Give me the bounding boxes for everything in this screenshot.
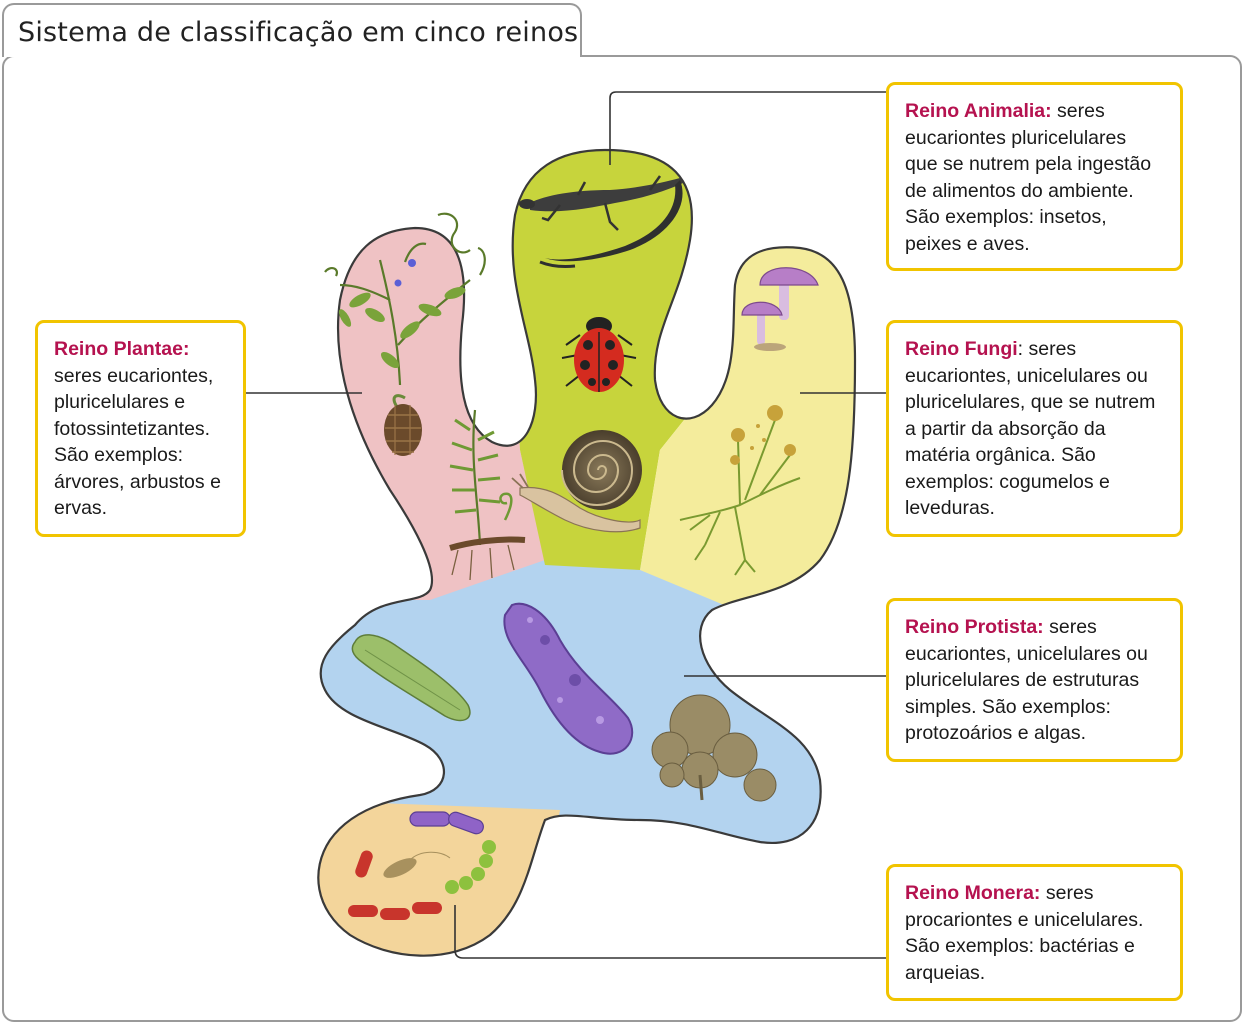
title-tab: Sistema de classificação em cinco reinos [2, 3, 582, 57]
kingdom-desc-protista: seres eucariontes, unicelulares ou pluri… [905, 616, 1148, 744]
kingdom-name-animalia: Reino Animalia: [905, 100, 1052, 122]
fern-icon [449, 409, 526, 581]
connector-animalia [609, 91, 888, 165]
plant-vine-icon [324, 212, 486, 386]
page-title: Sistema de classificação em cinco reinos [18, 17, 579, 48]
lizard-icon [519, 175, 683, 268]
kingdom-desc-animalia: seres eucariontes pluricelulares que se … [905, 100, 1152, 255]
diagram-frame [2, 55, 1242, 1022]
kingdom-name-protista: Reino Protista: [905, 616, 1044, 638]
euglena-icon [351, 634, 471, 722]
mushroom-icon [741, 267, 819, 351]
blob-outline [317, 148, 857, 957]
kingdom-desc-plantae: seres eucariontes, pluricelulares e foto… [54, 364, 221, 520]
info-box-fungi: Reino Fungi: seres eucariontes, unicelul… [886, 320, 1183, 537]
alga-icon [651, 694, 777, 802]
kingdom-desc-fungi: : seres eucariontes, unicelulares ou plu… [905, 338, 1156, 519]
paramecium-icon [503, 602, 634, 755]
info-box-protista: Reino Protista: seres eucariontes, unice… [886, 598, 1183, 762]
kingdom-name-plantae: Reino Plantae: [54, 338, 190, 360]
kingdom-name-fungi: Reino Fungi [905, 338, 1018, 360]
connector-lines [245, 91, 888, 959]
info-box-monera: Reino Monera: seres procariontes e unice… [886, 864, 1183, 1001]
kingdom-name-monera: Reino Monera: [905, 882, 1041, 904]
pine-cone-icon [384, 394, 422, 456]
info-box-animalia: Reino Animalia: seres eucariontes pluric… [886, 82, 1183, 271]
kingdom-desc-monera: seres procariontes e unicelulares. São e… [905, 882, 1144, 984]
snail-icon [511, 430, 642, 533]
bacteria-icon [348, 811, 496, 920]
connector-monera [454, 905, 888, 959]
mold-icon [679, 419, 801, 576]
ladybug-icon [561, 317, 637, 392]
plant-leaves [338, 259, 466, 369]
info-box-plantae: Reino Plantae: seres eucariontes, pluric… [35, 320, 246, 537]
mold-spores [730, 405, 796, 465]
region-fungi [640, 220, 855, 650]
